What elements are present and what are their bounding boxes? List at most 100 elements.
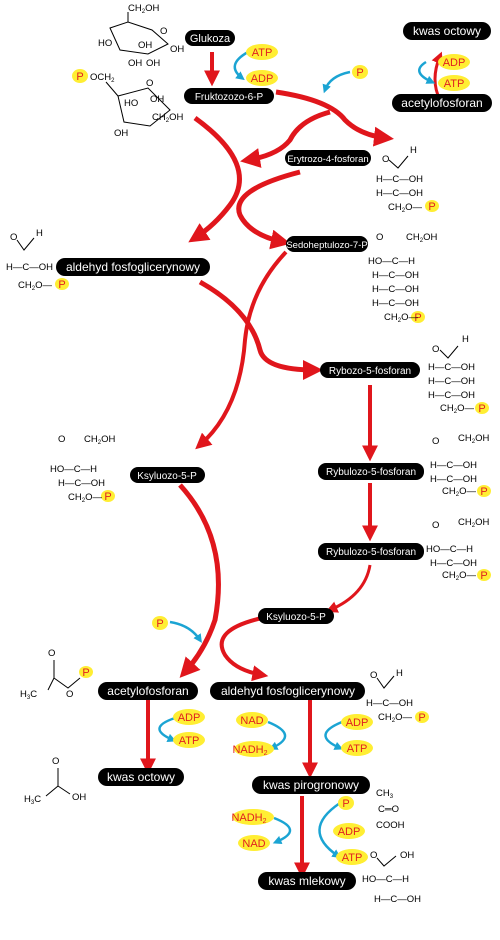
- ery-ch2o-b: 2: [402, 208, 406, 214]
- tag-p-acetylo-struct-label: P: [82, 667, 89, 679]
- ksy-ch2oh: CH2OH: [84, 434, 115, 446]
- node-fruktozo6p-label: Fruktozozo-6-P: [195, 92, 264, 103]
- tag-nadh-1-sub: 2: [264, 750, 268, 757]
- tag-adp-4: ADP: [341, 714, 373, 730]
- sed-ch2oh: CH2OH: [406, 232, 437, 244]
- ryb-h: H: [462, 334, 469, 345]
- acp-o2: O: [66, 689, 73, 700]
- fructose-oh2: OH: [114, 128, 128, 139]
- pyr-ch3-a: CH: [376, 788, 390, 799]
- tag-atp-5-label: ATP: [342, 852, 363, 864]
- ru1-hcoh2: H—C—OH: [430, 474, 477, 485]
- node-sedoheptulozo7p-label: Sedoheptulozo-7-P: [286, 240, 367, 251]
- node-aldehyd-left: aldehyd fosfoglicerynowy: [56, 258, 210, 276]
- ald-o: O: [10, 232, 17, 243]
- acp-h3c: H3C: [20, 689, 37, 701]
- tag-p-mid: P: [152, 616, 168, 630]
- tag-adp-1: ADP: [246, 70, 278, 86]
- ald-ch2o: CH2O—: [18, 280, 52, 292]
- arrow-rybulozo-to-ksyluozo: [325, 564, 372, 613]
- ald2-ch2o-b: 2: [392, 718, 396, 724]
- ksy-ch2oh-a: CH: [84, 434, 98, 445]
- node-erytrozo4p-label: Erytrozo-4-fosforan: [287, 154, 368, 165]
- tag-p-mid-label: P: [156, 618, 163, 630]
- fructose-oh1: OH: [150, 94, 164, 105]
- tag-p-erytrozo-label: P: [428, 201, 435, 213]
- lac-o: O: [370, 850, 377, 861]
- sed-ch2oh-a: CH: [406, 232, 420, 243]
- fructose-ch2oh-b: 2: [166, 118, 170, 124]
- ald-hcoh: H—C—OH: [6, 262, 53, 273]
- tag-nadh-2-sub: 2: [263, 818, 267, 825]
- ru1-ch2oh-a: CH: [458, 433, 472, 444]
- sed-hcoh3: H—C—OH: [372, 298, 419, 309]
- ryb-ch2o-b: 2: [454, 409, 458, 415]
- tag-nadh-1-main: NADH: [232, 744, 263, 756]
- arrow-erytrozo-x-left: [188, 115, 242, 243]
- node-kwas-octowy-top-label: kwas octowy: [413, 24, 481, 38]
- tag-p-aldehyd-low-label: P: [418, 712, 425, 724]
- ery-ch2o-a: CH: [388, 202, 402, 213]
- structure-rybulozo-b: O CH2OH HO—C—H H—C—OH CH2O—: [426, 517, 489, 582]
- aa-h3c: H3C: [24, 794, 41, 806]
- arrow-ksyluozo-mid-down: [178, 483, 221, 678]
- node-ksyluozo5p-mid-label: Ksyluozo-5-P: [137, 471, 197, 482]
- acp-h3c-c: C: [30, 689, 37, 700]
- ryb-ch2o-c: O—: [457, 403, 474, 414]
- pyr-ch3-b: 3: [390, 794, 394, 800]
- node-kwas-pirogronowy-label: kwas pirogronowy: [263, 778, 359, 792]
- sed-hcoh1: H—C—OH: [372, 270, 419, 281]
- ksy-ch2oh-c: OH: [101, 434, 115, 445]
- fructose-och2-a: OCH: [90, 72, 111, 83]
- ksy-o: O: [58, 434, 65, 445]
- ald2-ch2o: CH2O—: [378, 712, 412, 724]
- tag-nadh-2-label: NADH2: [231, 812, 266, 825]
- arrow-erytrozo-x-right: [236, 169, 301, 250]
- ery-o: O: [382, 154, 389, 165]
- ru2-o: O: [432, 520, 439, 531]
- node-fruktozo6p: Fruktozozo-6-P: [184, 88, 274, 104]
- ksy-hcoh: H—C—OH: [58, 478, 105, 489]
- node-aldehyd-low: aldehyd fosfoglicerynowy: [210, 682, 365, 700]
- cofactor-adp-atp-acetylo: [158, 716, 177, 742]
- node-glukoza-label: Glukoza: [190, 33, 231, 45]
- ryb-o: O: [432, 344, 439, 355]
- ksy-ch2o-c: O—: [85, 492, 102, 503]
- ru1-o: O: [432, 436, 439, 447]
- node-rybulozo5p-b: Rybulozo-5-fosforan: [318, 543, 424, 560]
- metabolite-nodes: Glukoza Fruktozozo-6-P kwas octowy acety…: [56, 22, 492, 890]
- node-ksyluozo5p-mid: Ksyluozo-5-P: [130, 467, 205, 483]
- structure-rybozo: O H H—C—OH H—C—OH H—C—OH CH2O—: [428, 334, 475, 415]
- cofactor-tags: ATP ADP P ADP ATP P P ADP ATP NAD NADH2 …: [55, 44, 491, 865]
- tag-p-erytrozo: P: [425, 200, 439, 213]
- node-ksyluozo5p-low-label: Ksyluozo-5-P: [266, 612, 326, 623]
- node-aldehyd-left-label: aldehyd fosfoglicerynowy: [66, 260, 200, 274]
- structure-ksyluozo-mid: O CH2OH HO—C—H H—C—OH CH2O—: [50, 434, 115, 504]
- tag-adp-3: ADP: [173, 709, 205, 725]
- ru1-ch2o: CH2O—: [442, 486, 476, 498]
- sed-ch2oh-c: OH: [423, 232, 437, 243]
- tag-adp-4-label: ADP: [346, 717, 369, 729]
- arrow-sedoheptulozo-to-ksyluozo: [195, 250, 288, 450]
- glucose-o: O: [160, 26, 167, 37]
- ryb-ch2o: CH2O—: [440, 403, 474, 415]
- structure-aldehyd-left: O H H—C—OH CH2O—: [6, 228, 53, 292]
- aa-h3c-a: H: [24, 794, 31, 805]
- arrow-ksyluozo-low-to-aldehyd: [219, 616, 269, 682]
- tag-p-rybozo-label: P: [478, 403, 485, 415]
- tag-atp-3-label: ATP: [179, 735, 200, 747]
- ru2-ch2oh-c: OH: [475, 517, 489, 528]
- fructose-ch2oh: CH2OH: [152, 112, 183, 124]
- pyr-cooh: COOH: [376, 820, 405, 831]
- arrow-fruktozo-split-left: [240, 109, 331, 168]
- sed-ch2o: CH2O—: [384, 312, 418, 324]
- tag-p-low: P: [338, 796, 354, 810]
- glucose-ch2oh-b: 2: [142, 9, 146, 15]
- node-kwas-mlekowy: kwas mlekowy: [258, 872, 356, 890]
- node-acetylofosforan-top: acetylofosforan: [392, 94, 492, 112]
- ald2-ch2o-a: CH: [378, 712, 392, 723]
- node-kwas-octowy-low-label: kwas octowy: [107, 770, 175, 784]
- ru1-ch2oh-b: 2: [472, 439, 476, 445]
- tag-adp-2: ADP: [438, 54, 470, 70]
- tag-p-aldehyd-left-label: P: [58, 279, 65, 291]
